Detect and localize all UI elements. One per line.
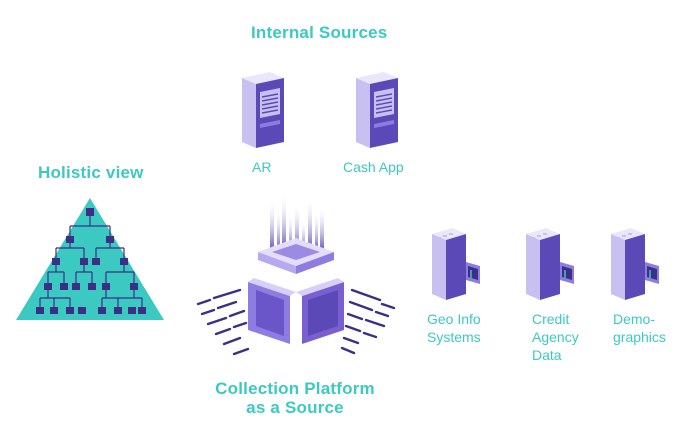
hierarchy-pyramid-icon	[16, 198, 164, 320]
collection-platform-title: Collection Platform as a Source	[215, 379, 375, 417]
external-source-label-geo-info: Geo Info Systems	[427, 311, 481, 345]
data-cabinet-icon	[611, 228, 659, 300]
external-source-label-credit-agency: Credit Agency Data	[532, 311, 579, 363]
external-source-label-demographics: Demo- graphics	[613, 311, 666, 345]
server-tower-icon	[242, 72, 284, 148]
holistic-view-title: Holistic view	[38, 163, 144, 182]
data-cabinet-icon	[526, 228, 574, 300]
server-tower-icon	[356, 72, 398, 148]
data-cabinet-icon	[432, 228, 480, 300]
internal-source-label-cash-app: Cash App	[343, 159, 404, 175]
internal-source-label-ar: AR	[252, 159, 272, 175]
collection-platform-icon	[196, 196, 396, 356]
internal-sources-title: Internal Sources	[251, 23, 388, 42]
